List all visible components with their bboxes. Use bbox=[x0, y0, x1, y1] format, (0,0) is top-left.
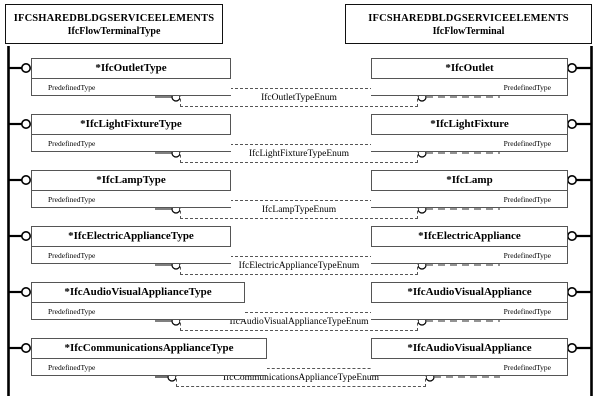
schema-name-left: IFCSHAREDBLDGSERVICEELEMENTS bbox=[13, 13, 215, 24]
enum-label-1: IfcOutletTypeEnum bbox=[261, 93, 337, 103]
entity-attr-right-4: PredefinedType bbox=[371, 247, 568, 264]
entity-name-right-2: *IfcLightFixture bbox=[371, 114, 568, 135]
entity-box-left-2[interactable]: *IfcLightFixtureType PredefinedType bbox=[31, 114, 231, 152]
entity-name-right-6: *IfcAudioVisualAppliance bbox=[371, 338, 568, 359]
enum-label-3: IfcLampTypeEnum bbox=[261, 205, 337, 215]
entity-box-left-4[interactable]: *IfcElectricApplianceType PredefinedType bbox=[31, 226, 231, 264]
entity-attr-left-6: PredefinedType bbox=[31, 359, 267, 376]
enum-box-4[interactable]: IfcElectricApplianceTypeEnum bbox=[180, 256, 418, 275]
entity-attr-left-3: PredefinedType bbox=[31, 191, 231, 208]
left-subtype-circle-2 bbox=[20, 119, 31, 130]
enum-label-6: IfcCommunicationsApplianceTypeEnum bbox=[222, 373, 380, 383]
entity-name-right-1: *IfcOutlet bbox=[371, 58, 568, 79]
schema-header-right: IFCSHAREDBLDGSERVICEELEMENTS IfcFlowTerm… bbox=[345, 4, 592, 44]
entity-box-left-3[interactable]: *IfcLampType PredefinedType bbox=[31, 170, 231, 208]
schema-header-left: IFCSHAREDBLDGSERVICEELEMENTS IfcFlowTerm… bbox=[5, 4, 223, 44]
entity-name-right-4: *IfcElectricAppliance bbox=[371, 226, 568, 247]
entity-attr-right-3: PredefinedType bbox=[371, 191, 568, 208]
entity-name-left-4: *IfcElectricApplianceType bbox=[31, 226, 231, 247]
right-subtype-circle-1 bbox=[566, 62, 577, 73]
entity-attr-left-2: PredefinedType bbox=[31, 135, 231, 152]
entity-box-left-5[interactable]: *IfcAudioVisualApplianceType PredefinedT… bbox=[31, 282, 245, 320]
entity-attr-right-6: PredefinedType bbox=[371, 359, 568, 376]
enum-box-3[interactable]: IfcLampTypeEnum bbox=[180, 200, 418, 219]
entity-name-left-5: *IfcAudioVisualApplianceType bbox=[31, 282, 245, 303]
left-subtype-circle-1 bbox=[20, 62, 31, 73]
schema-name-right: IFCSHAREDBLDGSERVICEELEMENTS bbox=[368, 13, 569, 24]
enum-box-2[interactable]: IfcLightFixtureTypeEnum bbox=[180, 144, 418, 163]
entity-box-right-2[interactable]: *IfcLightFixture PredefinedType bbox=[371, 114, 568, 152]
entity-name-right-5: *IfcAudioVisualAppliance bbox=[371, 282, 568, 303]
entity-name-left-1: *IfcOutletType bbox=[31, 58, 231, 79]
entity-attr-right-5: PredefinedType bbox=[371, 303, 568, 320]
entity-box-right-3[interactable]: *IfcLamp PredefinedType bbox=[371, 170, 568, 208]
enum-box-1[interactable]: IfcOutletTypeEnum bbox=[180, 88, 418, 107]
entity-name-left-6: *IfcCommunicationsApplianceType bbox=[31, 338, 267, 359]
right-subtype-circle-4 bbox=[566, 231, 577, 242]
entity-attr-left-4: PredefinedType bbox=[31, 247, 231, 264]
entity-attr-right-2: PredefinedType bbox=[371, 135, 568, 152]
schema-entity-left: IfcFlowTerminalType bbox=[67, 26, 161, 37]
schema-entity-right: IfcFlowTerminal bbox=[432, 26, 505, 37]
entity-box-right-1[interactable]: *IfcOutlet PredefinedType bbox=[371, 58, 568, 96]
enum-label-4: IfcElectricApplianceTypeEnum bbox=[238, 261, 360, 271]
entity-box-right-4[interactable]: *IfcElectricAppliance PredefinedType bbox=[371, 226, 568, 264]
entity-name-right-3: *IfcLamp bbox=[371, 170, 568, 191]
entity-box-right-6[interactable]: *IfcAudioVisualAppliance PredefinedType bbox=[371, 338, 568, 376]
entity-box-left-6[interactable]: *IfcCommunicationsApplianceType Predefin… bbox=[31, 338, 267, 376]
enum-label-2: IfcLightFixtureTypeEnum bbox=[248, 149, 350, 159]
entity-name-left-2: *IfcLightFixtureType bbox=[31, 114, 231, 135]
entity-name-left-3: *IfcLampType bbox=[31, 170, 231, 191]
left-subtype-circle-5 bbox=[20, 286, 31, 297]
entity-attr-left-5: PredefinedType bbox=[31, 303, 245, 320]
entity-box-right-5[interactable]: *IfcAudioVisualAppliance PredefinedType bbox=[371, 282, 568, 320]
right-subtype-circle-5 bbox=[566, 286, 577, 297]
right-subtype-circle-6 bbox=[566, 342, 577, 353]
left-subtype-circle-6 bbox=[20, 342, 31, 353]
right-subtype-circle-2 bbox=[566, 119, 577, 130]
entity-attr-left-1: PredefinedType bbox=[31, 79, 231, 96]
left-subtype-circle-3 bbox=[20, 175, 31, 186]
enum-label-5: IfcAudioVisualApplianceTypeEnum bbox=[229, 317, 369, 327]
entity-box-left-1[interactable]: *IfcOutletType PredefinedType bbox=[31, 58, 231, 96]
entity-attr-right-1: PredefinedType bbox=[371, 79, 568, 96]
right-subtype-circle-3 bbox=[566, 175, 577, 186]
left-subtype-circle-4 bbox=[20, 231, 31, 242]
